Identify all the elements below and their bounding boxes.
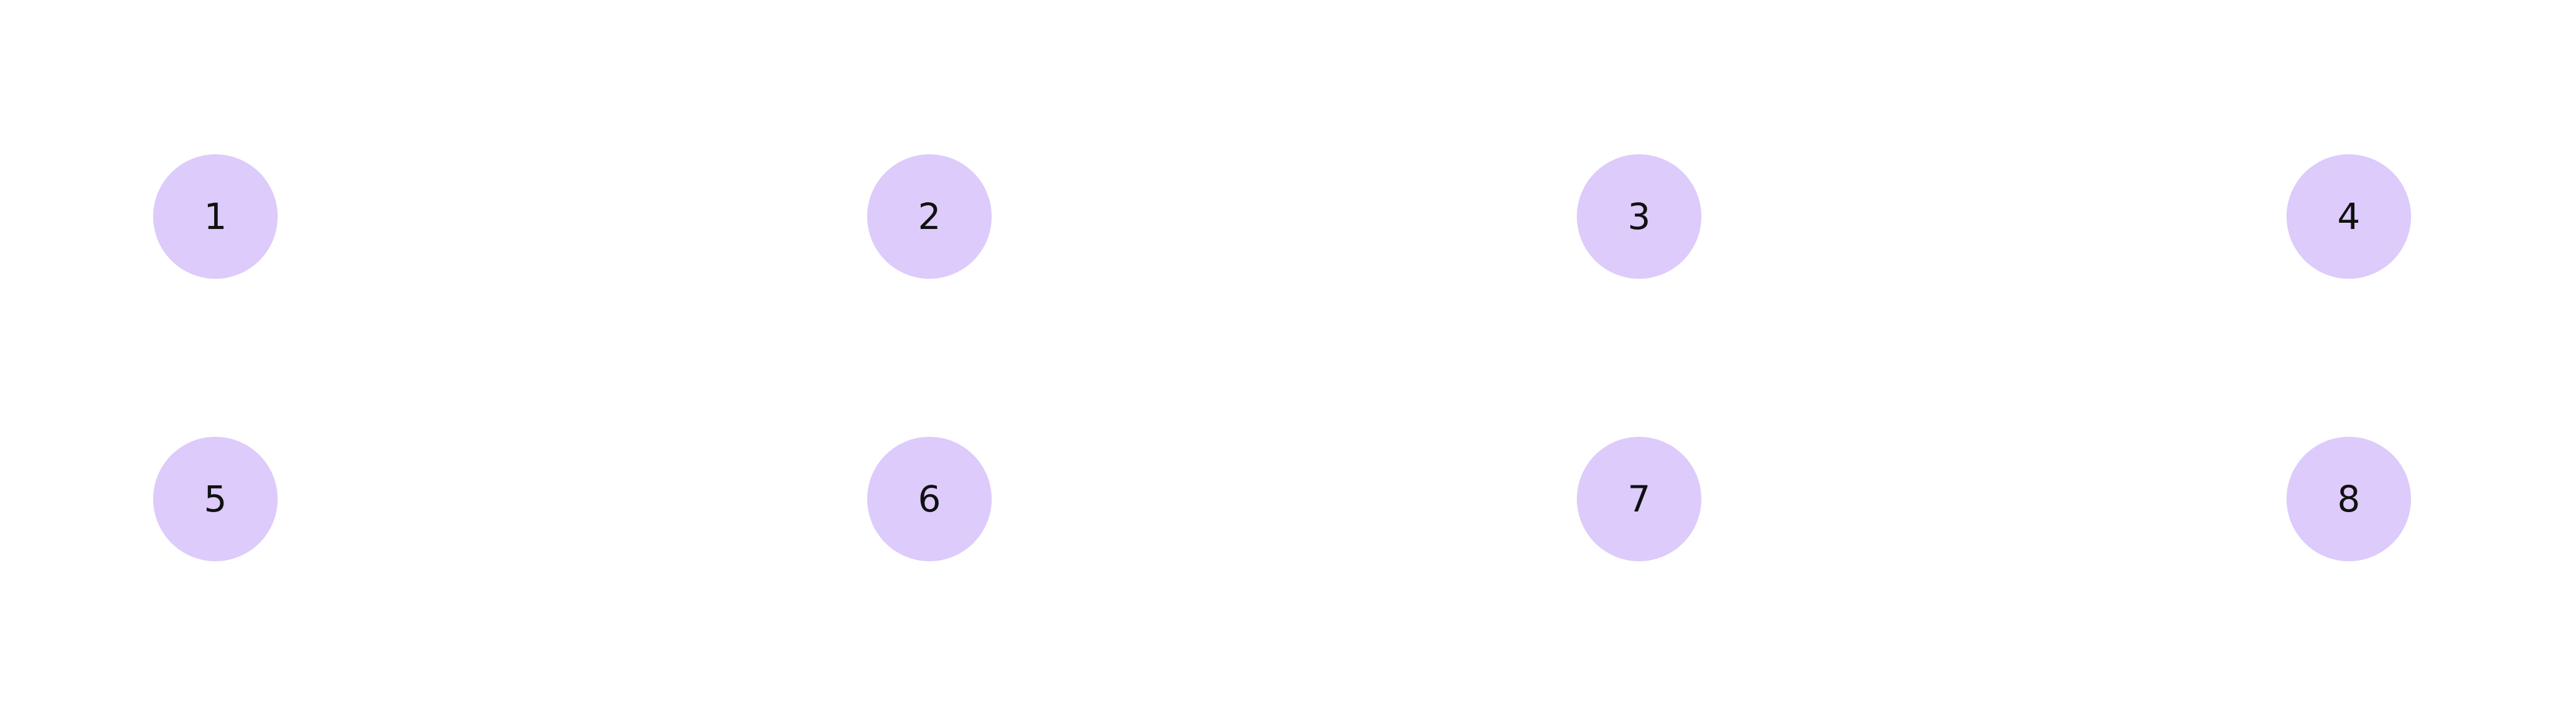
number-badge-2: 2 [867, 154, 992, 279]
number-badge-3: 3 [1577, 154, 1701, 279]
number-badge-4: 4 [2287, 154, 2411, 279]
number-badge-7: 7 [1577, 437, 1701, 561]
number-badge-8: 8 [2287, 437, 2411, 561]
number-badge-1: 1 [153, 154, 278, 279]
number-badge-5: 5 [153, 437, 278, 561]
number-badge-6: 6 [867, 437, 992, 561]
